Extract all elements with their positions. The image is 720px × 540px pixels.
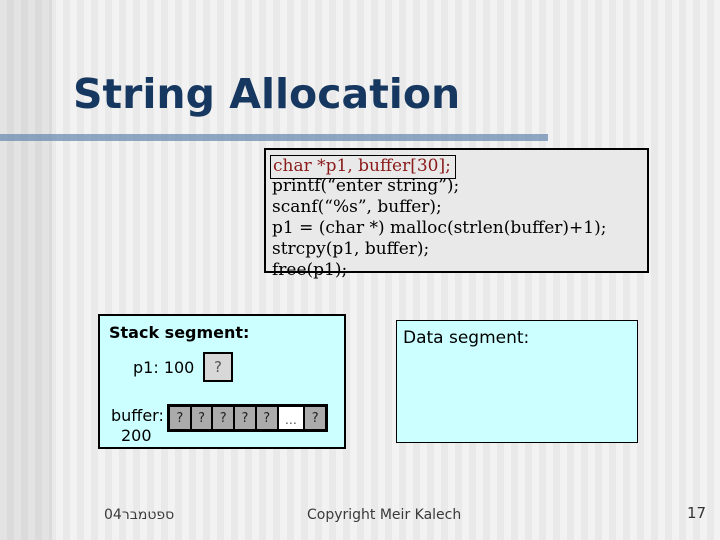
- page-title: String Allocation: [73, 70, 461, 118]
- data-segment-label: Data segment:: [403, 328, 530, 348]
- code-line: p1 = (char *) malloc(strlen(buffer)+1);: [272, 218, 607, 238]
- code-line: strcpy(p1, buffer);: [272, 239, 430, 259]
- code-line: scanf(“%s”, buffer);: [272, 197, 442, 217]
- page-number: 17: [687, 504, 707, 522]
- stack-segment-box: Stack segment: p1: 100 ? buffer: 200 ? ?…: [98, 314, 346, 449]
- footer-copyright: Copyright Meir Kalech: [307, 507, 462, 523]
- left-shade-band: [0, 0, 52, 540]
- buffer-cell: ?: [211, 407, 234, 429]
- title-divider: [0, 134, 548, 141]
- stack-segment-label: Stack segment:: [109, 323, 250, 342]
- buffer-cell: ?: [170, 407, 190, 429]
- data-segment-box: Data segment:: [396, 320, 638, 443]
- code-line: free(p1);: [272, 260, 348, 280]
- buffer-cell: ?: [254, 407, 277, 429]
- buffer-cells: ? ? ? ? ? … ?: [167, 404, 328, 432]
- buffer-cell: ?: [233, 407, 255, 429]
- code-box: char *p1, buffer[30]; printf(“enter stri…: [264, 148, 649, 280]
- highlighted-code-line: char *p1, buffer[30];: [270, 155, 456, 179]
- buffer-cell-ellipsis: …: [276, 407, 304, 429]
- code-line: printf(“enter string”);: [272, 176, 460, 196]
- buffer-label: buffer:: [111, 406, 164, 425]
- buffer-address: 200: [121, 426, 152, 445]
- code-line: char *p1, buffer[30];: [270, 155, 641, 179]
- p1-label: p1: 100: [133, 358, 195, 377]
- buffer-cell: ?: [303, 407, 326, 429]
- buffer-cell: ?: [189, 407, 212, 429]
- p1-value-cell: ?: [203, 352, 233, 382]
- footer-date: ספטמבר04: [104, 507, 175, 523]
